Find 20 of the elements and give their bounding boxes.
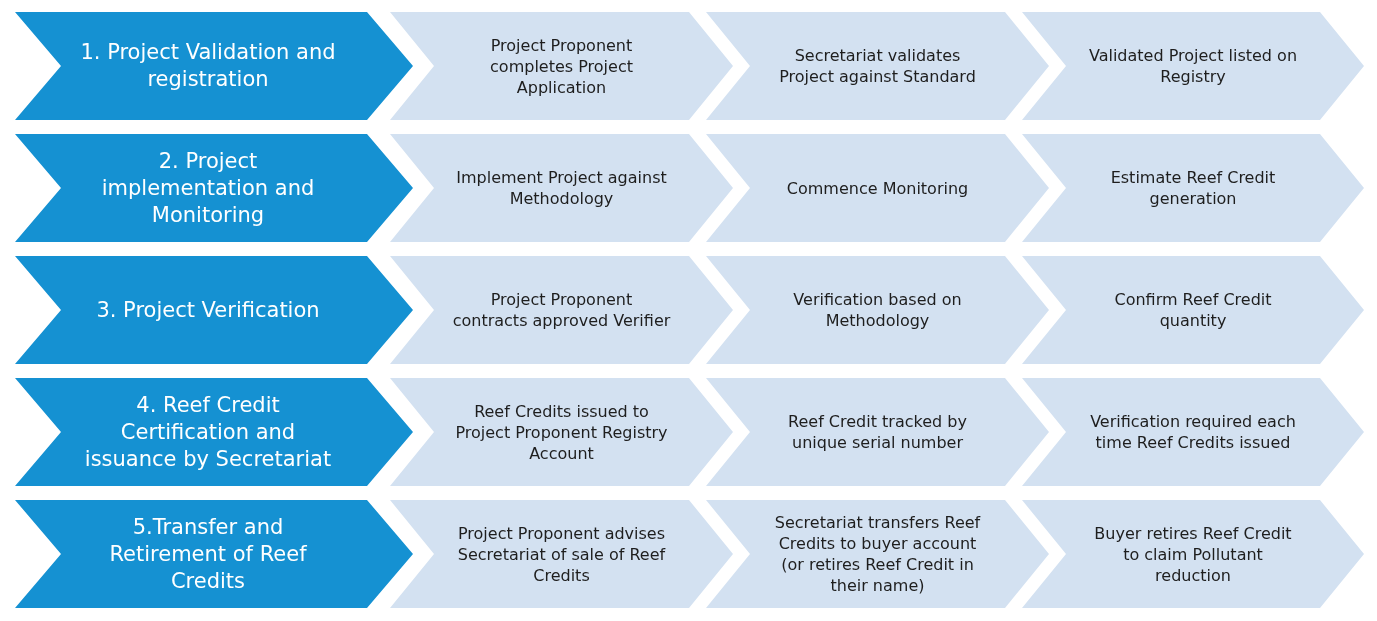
step-panel: Validated Project listed on Registry <box>1022 12 1364 120</box>
step-panel: Project Proponent advises Secretariat of sale of Reef Credits <box>390 500 733 608</box>
phase-panel: 5.Transfer and Retirement of Reef Credits <box>15 500 413 608</box>
step-panel: Reef Credit tracked by unique serial number <box>706 378 1049 486</box>
phase-panel: 1. Project Validation and registration <box>15 12 413 120</box>
step-panel: Verification required each time Reef Credits issued <box>1022 378 1364 486</box>
step-panel: Commence Monitoring <box>706 134 1049 242</box>
step-panel: Verification based on Methodology <box>706 256 1049 364</box>
step-panel: Confirm Reef Credit quantity <box>1022 256 1364 364</box>
step-panel: Project Proponent completes Project Application <box>390 12 733 120</box>
phase-panel: 3. Project Verification <box>15 256 413 364</box>
step-panel: Project Proponent contracts approved Verifier <box>390 256 733 364</box>
step-panel: Reef Credits issued to Project Proponent Registry Account <box>390 378 733 486</box>
step-panel: Implement Project against Methodology <box>390 134 733 242</box>
step-panel: Estimate Reef Credit generation <box>1022 134 1364 242</box>
step-panel: Secretariat validates Project against Standard <box>706 12 1049 120</box>
phase-panel: 4. Reef Credit Certification and issuance by Secretariat <box>15 378 413 486</box>
step-panel: Secretariat transfers Reef Credits to buyer account (or retires Reef Credit in their name) <box>706 500 1049 608</box>
phase-panel: 2. Project implementation and Monitoring <box>15 134 413 242</box>
step-panel: Buyer retires Reef Credit to claim Pollutant reduction <box>1022 500 1364 608</box>
